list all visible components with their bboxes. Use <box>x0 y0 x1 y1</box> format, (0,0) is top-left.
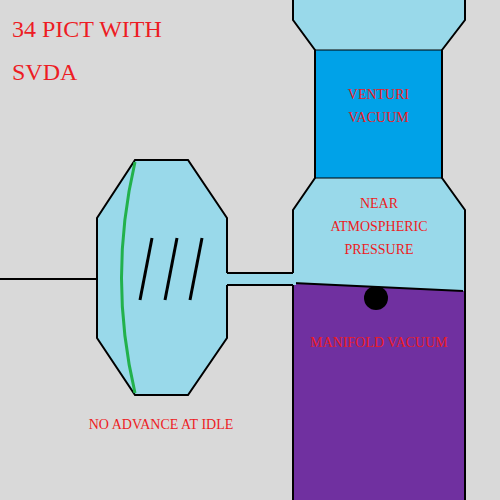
flow-region: NEAR ATMOSPHERIC PRESSURE <box>316 188 442 264</box>
throttle-shaft <box>364 286 388 310</box>
tube-wall <box>226 284 293 286</box>
carb-bore <box>293 0 465 500</box>
spring <box>140 238 202 300</box>
carb-wall-left <box>293 0 315 500</box>
flow-region: VENTURI VACUUM <box>318 80 439 132</box>
region-label: VENTURI VACUUM <box>320 83 437 129</box>
region-label: NEAR ATMOSPHERIC PRESSURE <box>318 192 440 261</box>
diagram-title: 34 PICT WITH SVDA <box>12 8 202 94</box>
note-label: NO ADVANCE AT IDLE <box>89 416 234 434</box>
manifold-region <box>293 283 465 500</box>
venturi-edge <box>315 50 442 51</box>
diaphragm <box>122 162 136 393</box>
region-label: MANIFOLD VACUUM <box>310 331 448 354</box>
advance-rod <box>0 278 97 280</box>
venturi-band <box>315 50 442 178</box>
vacuum-tube <box>226 273 296 285</box>
flow-region: MANIFOLD VACUUM <box>296 326 462 358</box>
venturi-edge <box>315 178 442 179</box>
tube-wall <box>226 272 293 274</box>
carb-wall-right <box>442 0 465 500</box>
advance-canister <box>97 160 227 395</box>
